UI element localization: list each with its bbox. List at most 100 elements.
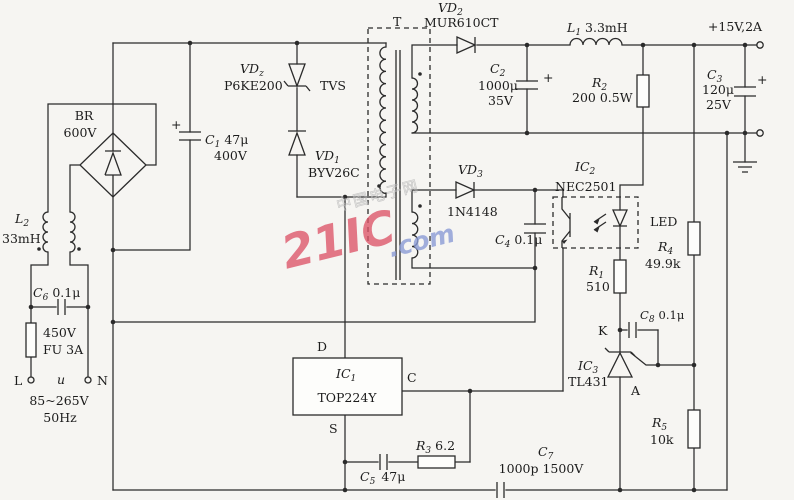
transformer-t xyxy=(367,27,431,285)
label-output: +15V,2A xyxy=(708,19,763,34)
primary-winding xyxy=(379,46,387,195)
label-c7-value: 1000p 1500V xyxy=(499,461,585,476)
label-c3-value2: 25V xyxy=(706,97,732,112)
label-vd3-value: 1N4148 xyxy=(447,204,498,219)
label-vd3: VD3 xyxy=(458,162,483,180)
label-r4-value: 49.9k xyxy=(645,256,681,271)
label-fuse-voltage: 450V xyxy=(43,325,77,340)
y-capacitor-c7 xyxy=(496,482,505,498)
mains-input xyxy=(25,299,92,384)
optocoupler-ic2 xyxy=(552,196,639,249)
phototransistor-emitter xyxy=(561,230,571,248)
output-rectifier-vd2 xyxy=(456,35,477,55)
label-k: K xyxy=(598,323,608,338)
capacitor-c2-symbol xyxy=(516,80,538,90)
tl431-reference xyxy=(604,347,636,378)
label-ic2: IC2 xyxy=(574,159,596,177)
capacitor-c3-symbol xyxy=(734,86,756,97)
ic1-top224y xyxy=(292,357,403,416)
terminal-return xyxy=(756,129,764,137)
label-tvs: TVS xyxy=(320,78,346,93)
label-ic3: IC3 xyxy=(577,358,599,376)
opto-led-symbol xyxy=(612,209,628,228)
label-pin-s: S xyxy=(329,421,338,436)
label-fuse: FU 3A xyxy=(43,342,84,357)
capacitor-c8-symbol xyxy=(628,322,637,338)
emi-choke-l2 xyxy=(37,211,81,253)
resistor-r5-symbol xyxy=(687,409,701,449)
watermark: 中国电子网 21IC .com xyxy=(276,176,458,279)
label-ic3-value: TL431 xyxy=(568,374,609,389)
terminal-l xyxy=(27,376,35,384)
label-vd2: VD2 xyxy=(438,0,463,18)
label-terminal-l: L xyxy=(14,373,22,388)
label-pin-d: D xyxy=(317,339,327,354)
label-br: BR xyxy=(75,108,94,123)
watermark-main: 21IC xyxy=(276,199,401,279)
label-a: A xyxy=(630,383,641,398)
label-br-value: 600V xyxy=(64,125,98,140)
resistor-r4-symbol xyxy=(687,221,701,256)
inductor-l1-symbol xyxy=(569,37,623,46)
label-pin-c: C xyxy=(407,370,417,385)
label-u: u xyxy=(57,372,65,387)
plus-c3: + xyxy=(757,72,767,87)
label-r5: R5 xyxy=(651,415,667,433)
control-compensation xyxy=(379,454,456,470)
label-l2-value: 33mH xyxy=(2,231,41,246)
transformer-core xyxy=(395,50,401,280)
label-vd2-value: MUR610CT xyxy=(424,15,499,30)
label-c3: C3 xyxy=(707,67,723,85)
phototransistor-collector xyxy=(561,197,571,220)
label-vdz: VDz xyxy=(240,61,264,79)
output-filter xyxy=(516,37,757,234)
feedback-network xyxy=(613,221,701,449)
label-vdz-value: P6KE200 xyxy=(224,78,283,93)
capacitor-c1 xyxy=(179,131,201,141)
label-ic1-value: TOP224Y xyxy=(317,390,377,405)
light-arrows-icon xyxy=(593,213,607,231)
capacitor-c5-symbol xyxy=(379,454,388,470)
fuse-symbol xyxy=(25,322,37,358)
ground-icon xyxy=(733,161,757,173)
terminal-n xyxy=(84,376,92,384)
label-r2: R2 xyxy=(591,75,607,93)
clamp-network xyxy=(283,63,311,156)
junction-dots xyxy=(28,40,748,493)
label-c7: C7 xyxy=(538,444,554,462)
label-c1-value2: 400V xyxy=(214,148,248,163)
label-c2: C2 xyxy=(490,61,506,79)
label-r5-value: 10k xyxy=(650,432,674,447)
output-terminals xyxy=(756,41,764,137)
label-l2: L2 xyxy=(14,211,29,229)
bias-rectifier-vd3 xyxy=(455,180,476,200)
resistor-r3-symbol xyxy=(417,455,456,469)
label-r1-value: 510 xyxy=(586,279,610,294)
label-c2-value2: 35V xyxy=(488,93,514,108)
plus-c2: + xyxy=(543,70,553,85)
bridge-rectifier xyxy=(79,132,147,198)
wires xyxy=(30,42,758,491)
capacitor-c4-symbol xyxy=(524,223,546,234)
plus-c1: + xyxy=(171,117,181,132)
tvs-diode-symbol xyxy=(288,63,306,88)
resistor-r1-symbol xyxy=(613,259,627,294)
capacitor-c6-symbol xyxy=(57,299,66,315)
label-r4: R4 xyxy=(657,239,673,257)
bias-winding xyxy=(411,211,419,259)
label-c2-value: 1000μ xyxy=(478,78,518,93)
label-mains-voltage: 85~265V xyxy=(29,393,89,408)
label-transformer: T xyxy=(393,14,402,29)
label-ic2-value: NEC2501 xyxy=(555,179,616,194)
label-ic1: IC1 xyxy=(335,366,356,384)
label-terminal-n: N xyxy=(97,373,108,388)
